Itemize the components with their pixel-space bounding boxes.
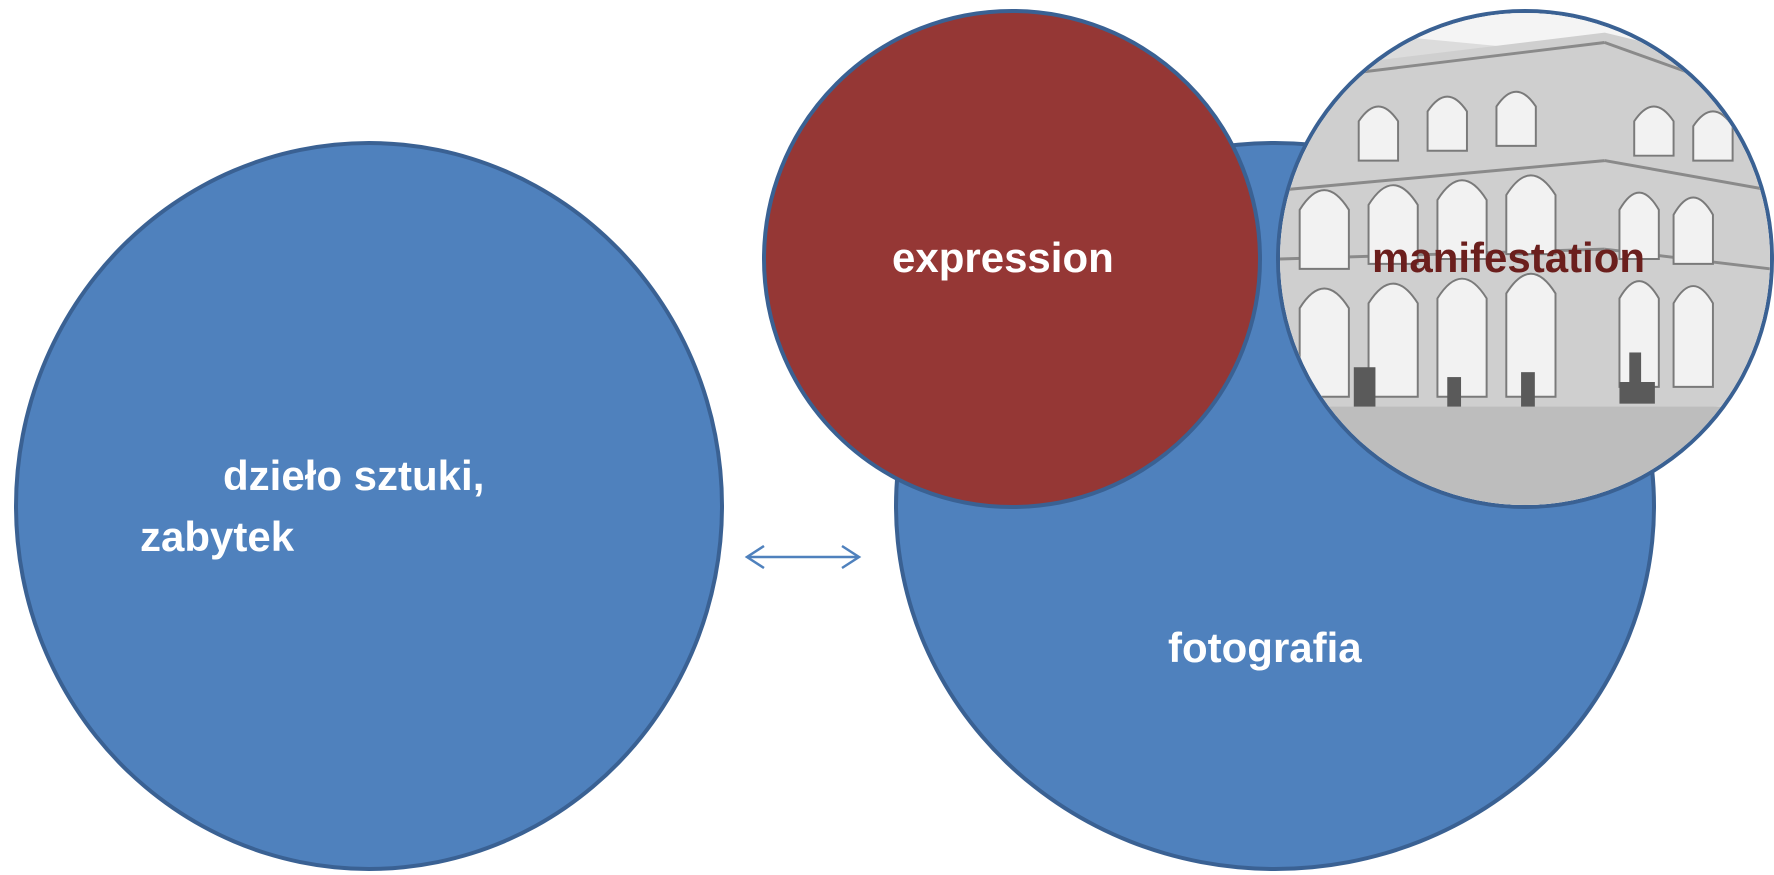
double-arrow-icon	[744, 544, 862, 570]
expression-circle	[762, 9, 1262, 509]
monument-label: zabytek	[140, 513, 295, 560]
photography-label: fotografia	[1168, 624, 1362, 671]
courtyard-photo	[1280, 13, 1770, 505]
manifestation-photo-circle	[1276, 9, 1774, 509]
artwork-label: dzieło sztuki,	[223, 452, 485, 499]
manifestation-label: manifestation	[1372, 234, 1646, 281]
artwork-circle	[14, 141, 724, 871]
expression-label: expression	[892, 234, 1114, 281]
